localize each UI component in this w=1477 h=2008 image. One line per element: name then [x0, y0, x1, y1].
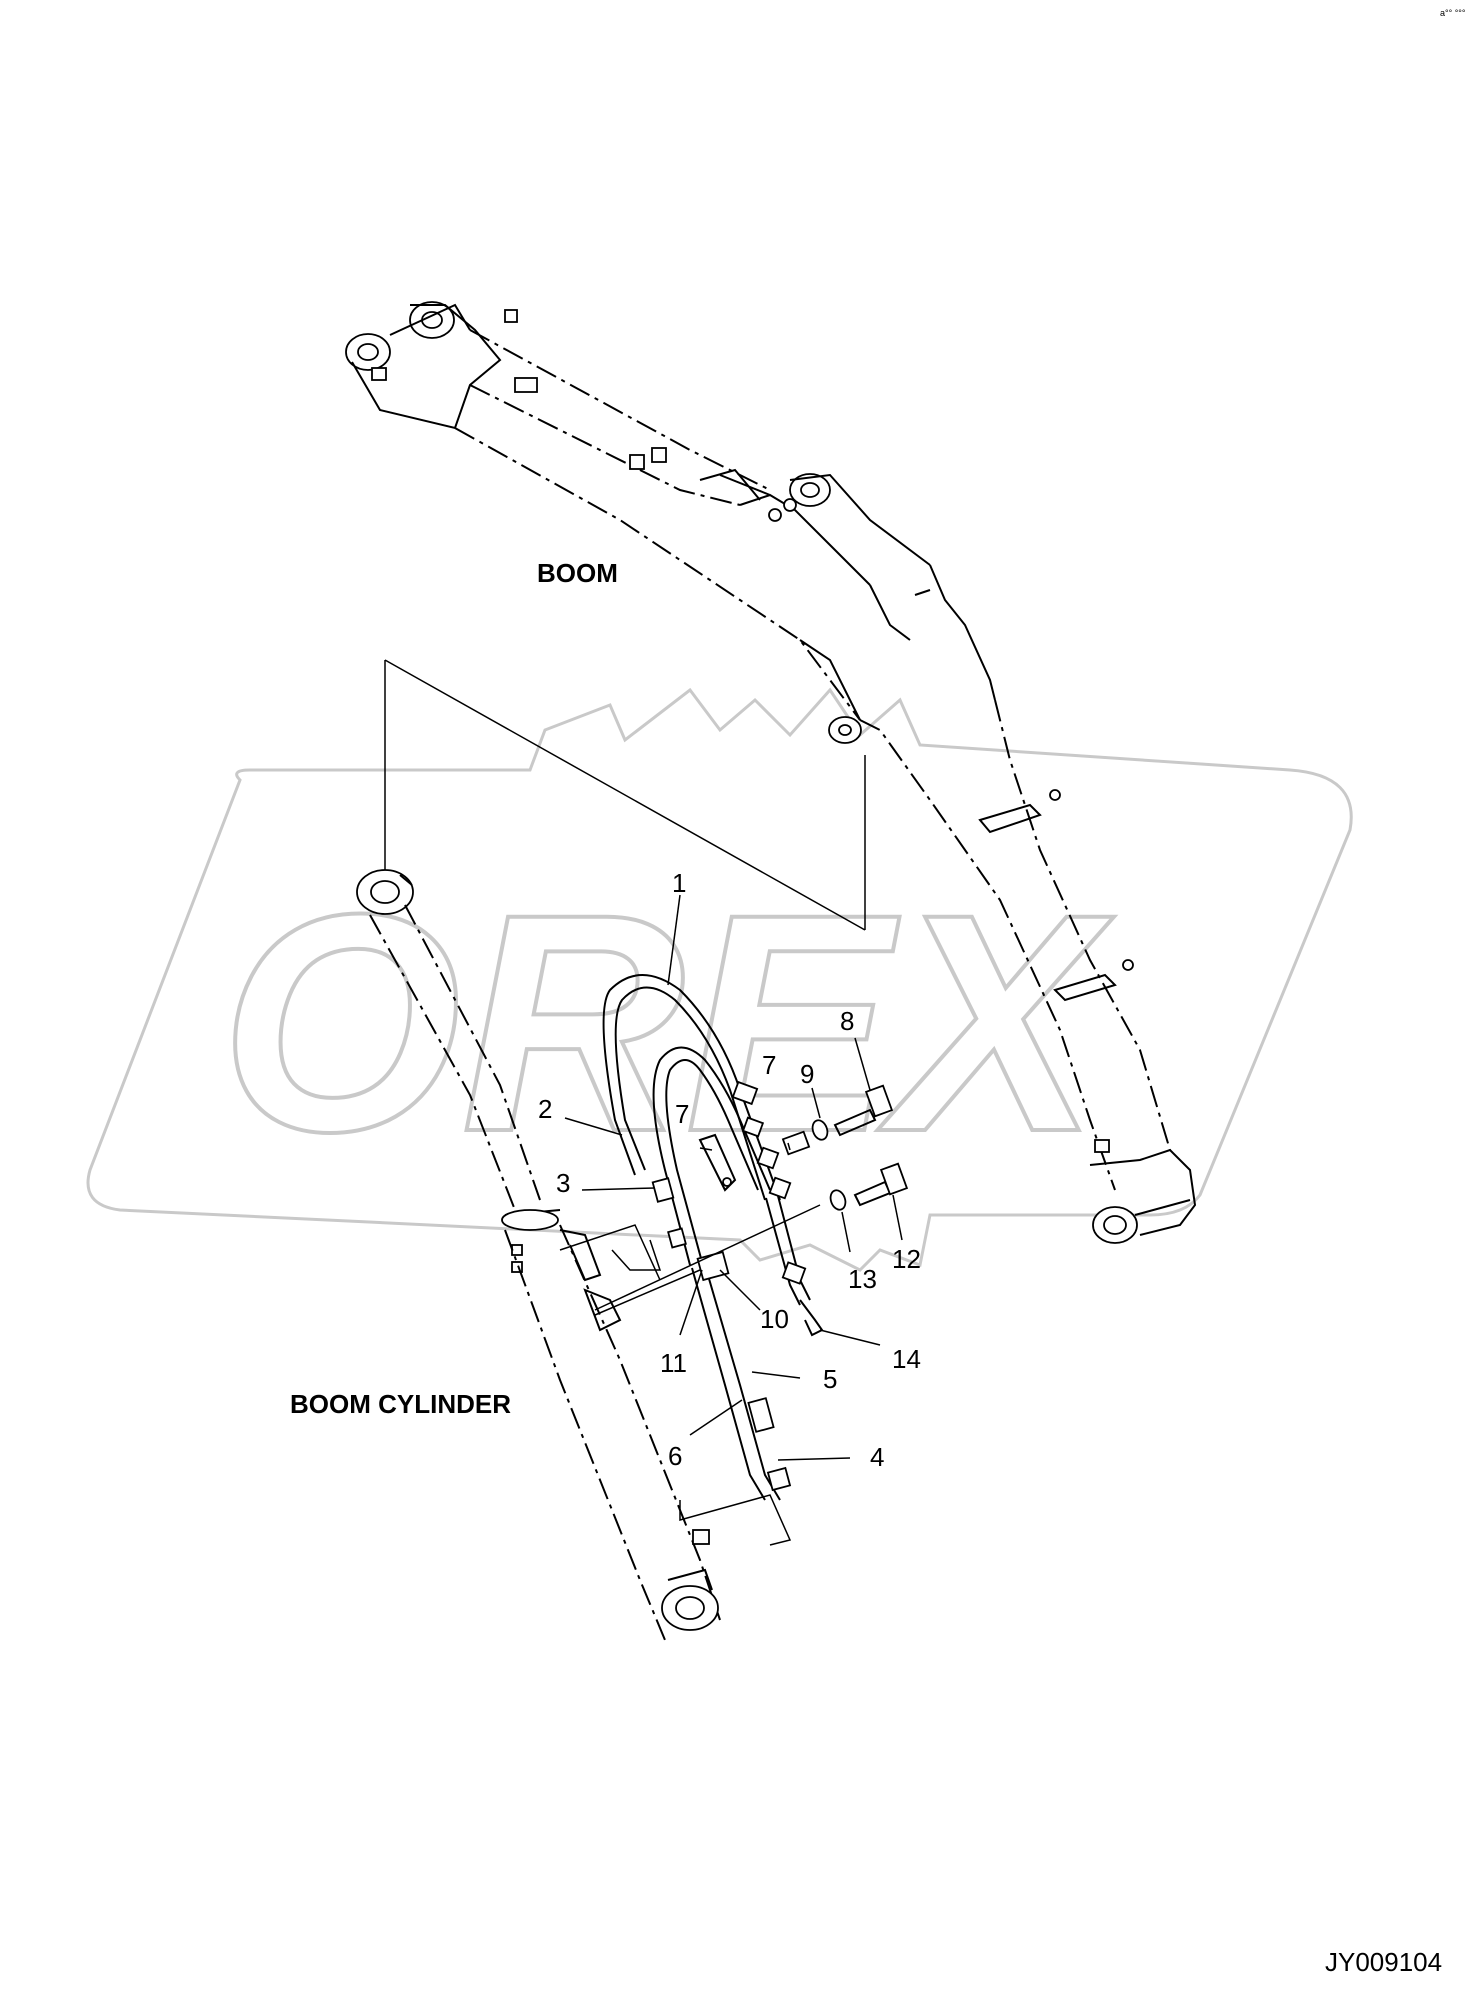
callout-10: 10 — [760, 1304, 789, 1334]
watermark-logo: OREX — [86, 687, 1353, 1272]
callout-1: 1 — [672, 868, 686, 898]
callout-12: 12 — [892, 1244, 921, 1274]
fasteners — [811, 1084, 909, 1211]
corner-mark: a°° °°° — [1440, 8, 1466, 18]
callout-7-left: 7 — [675, 1099, 689, 1129]
watermark-text: OREX — [220, 849, 1115, 1196]
callouts: 1 2 3 4 5 6 7 7 8 9 10 11 12 13 14 — [538, 868, 921, 1472]
callout-11: 11 — [660, 1348, 687, 1378]
callout-3: 3 — [556, 1168, 570, 1198]
callout-4: 4 — [870, 1442, 884, 1472]
boom-drawing — [345, 301, 1197, 1244]
callout-2: 2 — [538, 1094, 552, 1124]
callout-6: 6 — [668, 1441, 682, 1471]
callout-9: 9 — [800, 1059, 814, 1089]
leader-lines — [564, 894, 903, 1461]
boom-cylinder-label: BOOM CYLINDER — [290, 1389, 511, 1419]
callout-5: 5 — [823, 1364, 837, 1394]
callout-8: 8 — [840, 1006, 854, 1036]
drawing-id: JY009104 — [1325, 1947, 1442, 1977]
boom-label: BOOM — [537, 558, 618, 588]
callout-7-right: 7 — [762, 1050, 776, 1080]
boom-cylinder-drawing — [356, 869, 721, 1641]
callout-14: 14 — [892, 1344, 921, 1374]
connection-lines — [384, 659, 866, 931]
callout-13: 13 — [848, 1264, 877, 1294]
hose-assembly — [559, 974, 824, 1546]
